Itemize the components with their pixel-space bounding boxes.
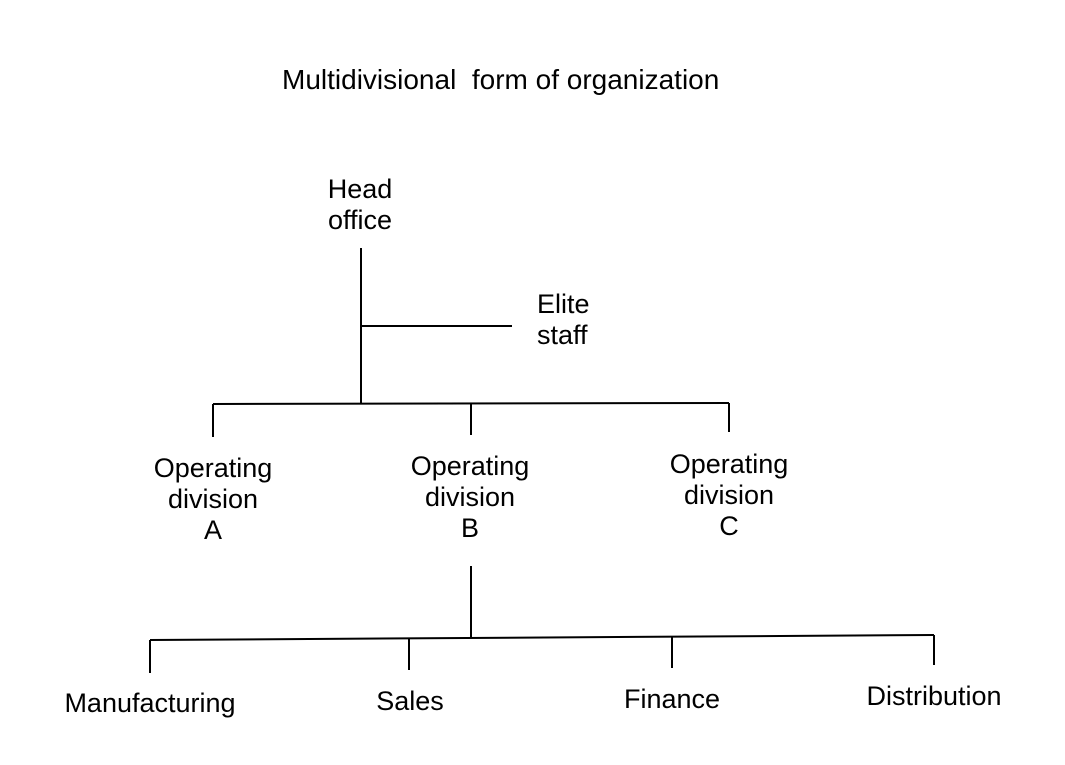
head-office-label: Head office [327, 174, 393, 235]
sales-label: Sales [376, 686, 444, 716]
manufacturing-label: Manufacturing [64, 688, 236, 718]
division-bus [212, 402, 730, 405]
division-a-label: Operating division A [153, 453, 273, 545]
diagram-title: Multidivisional form of organization [282, 64, 720, 95]
finance-label: Finance [623, 684, 721, 714]
elite-staff-label: Elite staff [537, 289, 590, 350]
function-bus [149, 634, 935, 641]
distribution-label: Distribution [866, 681, 1002, 711]
division-c-label: Operating division C [669, 449, 789, 541]
division-b-label: Operating division B [410, 451, 530, 543]
